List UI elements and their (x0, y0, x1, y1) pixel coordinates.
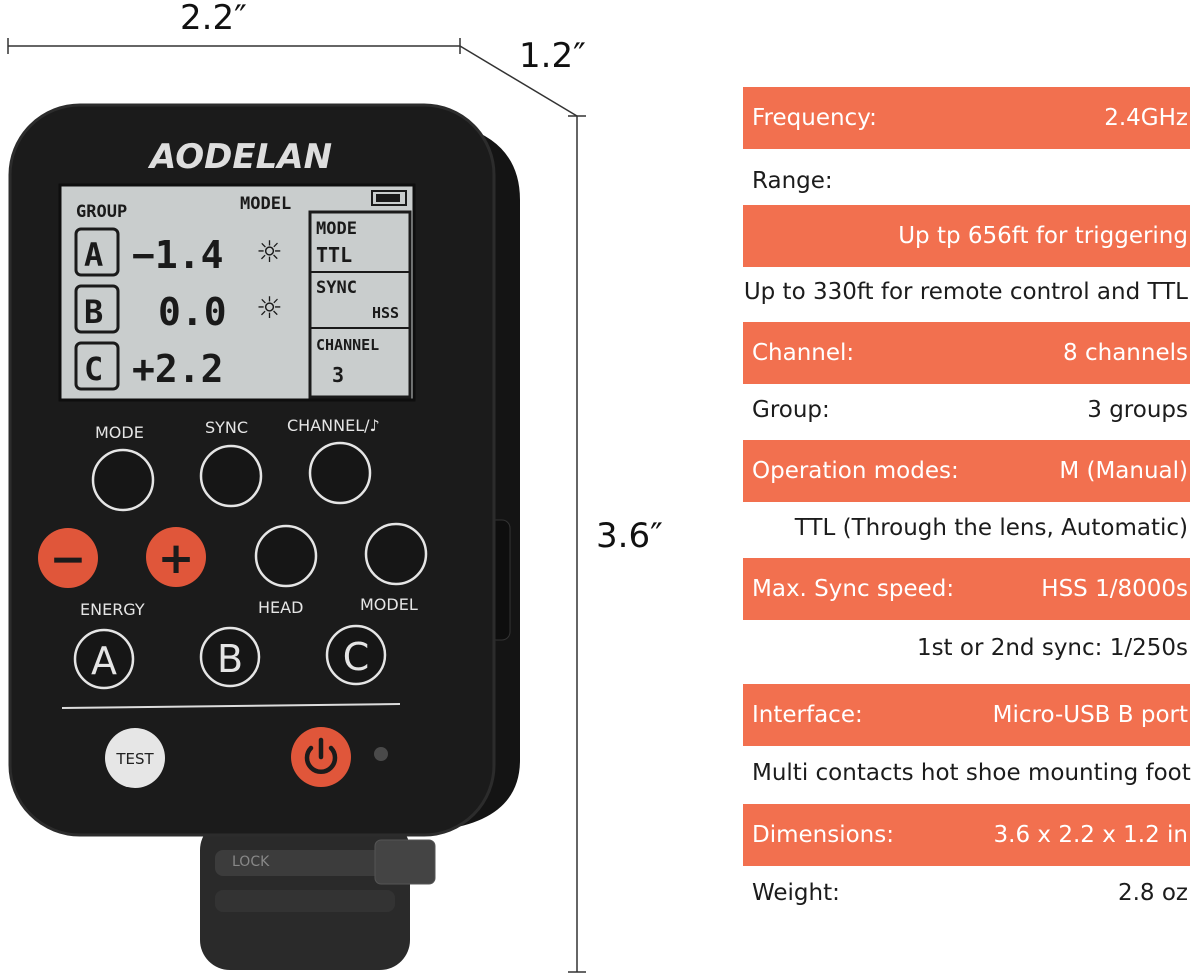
flash-trigger-device: LOCK AODELAN GROUP MODEL A −1.4 ☼ B 0.0 … (8, 103, 520, 970)
spec-row-range-triggering: Up tp 656ft for triggering (743, 205, 1190, 267)
spec-value: 8 channels (1063, 340, 1188, 366)
lcd-group-a-letter: A (84, 236, 103, 274)
depth-dimension-line (459, 45, 578, 117)
lcd-content: GROUP MODEL A −1.4 ☼ B 0.0 ☼ C +2.2 MODE… (74, 190, 412, 399)
height-label: 3.6″ (596, 516, 663, 556)
minus-icon: − (50, 534, 87, 585)
energy-label: ENERGY (80, 600, 145, 619)
lcd-sync-value: HSS (372, 304, 399, 322)
head-button-label: HEAD (258, 598, 303, 617)
spec-row-range-remote: Up to 330ft for remote control and TTL (743, 264, 1190, 320)
plus-icon: + (158, 533, 195, 584)
sun-icon: ☼ (256, 235, 283, 270)
spec-value: TTL (Through the lens, Automatic) (794, 515, 1188, 541)
lcd-group-a-value: −1.4 (132, 233, 224, 277)
lcd-mode-label: MODE (316, 219, 357, 239)
spec-row-channel: Channel: 8 channels (743, 322, 1190, 384)
lcd-sync-label: SYNC (316, 278, 357, 298)
lcd-group-c-letter: C (84, 350, 103, 388)
mode-button[interactable] (91, 448, 155, 512)
spec-row-frequency: Frequency: 2.4GHz (743, 87, 1190, 149)
lcd-mode-value: TTL (316, 243, 352, 267)
spec-label: Group: (752, 397, 830, 423)
status-led (374, 747, 388, 761)
channel-button-label: CHANNEL/♪ (287, 416, 380, 435)
svg-text:LOCK: LOCK (232, 854, 270, 870)
test-button[interactable] (105, 728, 165, 788)
lcd-model-label: MODEL (240, 194, 291, 214)
spec-row-operation-modes: Operation modes: M (Manual) (743, 440, 1190, 502)
lcd-group-c-value: +2.2 (132, 347, 224, 391)
group-a-button[interactable] (73, 628, 135, 690)
head-button[interactable] (254, 524, 318, 588)
mode-button-label: MODE (95, 423, 144, 442)
lcd-group-label: GROUP (76, 202, 127, 222)
battery-icon (371, 190, 407, 206)
spec-label: Channel: (752, 340, 855, 366)
lcd-channel-value: 3 (332, 363, 344, 387)
lcd-group-a-box (74, 227, 120, 277)
brand-logo: AODELAN (147, 137, 332, 177)
spec-label: Frequency: (752, 105, 877, 131)
spec-label: Operation modes: (752, 458, 959, 484)
lcd-info-panel (308, 210, 412, 399)
spec-value: 3.6 x 2.2 x 1.2 in (993, 822, 1188, 848)
spec-label: Range: (752, 168, 833, 194)
spec-value: Up to 330ft for remote control and TTL (743, 279, 1188, 305)
hot-shoe-foot: LOCK (200, 820, 436, 970)
group-c-button[interactable] (325, 624, 387, 686)
test-button-label: TEST (115, 750, 154, 768)
spec-label: Dimensions: (752, 822, 894, 848)
spec-row-sync-curtain: 1st or 2nd sync: 1/250s (743, 620, 1190, 676)
spec-row-weight: Weight: 2.8 oz (743, 865, 1190, 921)
spec-label: Interface: (752, 702, 863, 728)
lcd-group-c-box (74, 341, 120, 391)
spec-row-dimensions: Dimensions: 3.6 x 2.2 x 1.2 in (743, 804, 1190, 866)
battery-level (376, 194, 400, 202)
model-button[interactable] (364, 522, 428, 586)
energy-minus-button[interactable] (38, 528, 98, 588)
group-b-button-label: B (217, 637, 243, 681)
spec-row-ttl: TTL (Through the lens, Automatic) (743, 500, 1190, 556)
lcd-group-b-letter: B (84, 293, 103, 331)
spec-value: Micro-USB B port (992, 702, 1188, 728)
spec-value: Up tp 656ft for triggering (898, 223, 1188, 249)
spec-label: Weight: (752, 880, 840, 906)
divider-line (61, 703, 401, 709)
spec-value: 1st or 2nd sync: 1/250s (916, 635, 1188, 661)
spec-row-group: Group: 3 groups (743, 382, 1190, 438)
spec-row-hot-shoe: Multi contacts hot shoe mounting foot (743, 745, 1191, 801)
lcd-group-b-value: 0.0 (158, 290, 227, 334)
spec-value: 3 groups (1087, 397, 1188, 423)
spec-row-interface: Interface: Micro-USB B port (743, 684, 1190, 746)
depth-label: 1.2″ (519, 36, 586, 76)
lcd-group-b-box (74, 284, 120, 334)
group-c-button-label: C (343, 635, 370, 679)
spec-value: 2.4GHz (1104, 105, 1188, 131)
group-a-button-label: A (91, 639, 117, 683)
sync-button[interactable] (199, 444, 263, 508)
spec-row-range: Range: (743, 153, 1190, 209)
width-label: 2.2″ (180, 0, 247, 38)
group-b-button[interactable] (199, 626, 261, 688)
model-button-label: MODEL (360, 595, 418, 614)
lcd-channel-label: CHANNEL (316, 336, 379, 354)
energy-plus-button[interactable] (146, 527, 206, 587)
spec-value: M (Manual) (1059, 458, 1188, 484)
sun-icon: ☼ (256, 291, 283, 326)
channel-button[interactable] (308, 441, 372, 505)
spec-value: 2.8 oz (1117, 880, 1188, 906)
spec-row-sync-speed: Max. Sync speed: HSS 1/8000s (743, 558, 1190, 620)
spec-value: HSS 1/8000s (1041, 576, 1188, 602)
sync-button-label: SYNC (205, 418, 248, 437)
spec-value: Multi contacts hot shoe mounting foot (752, 760, 1191, 786)
power-icon (304, 737, 338, 775)
spec-label: Max. Sync speed: (752, 576, 955, 602)
